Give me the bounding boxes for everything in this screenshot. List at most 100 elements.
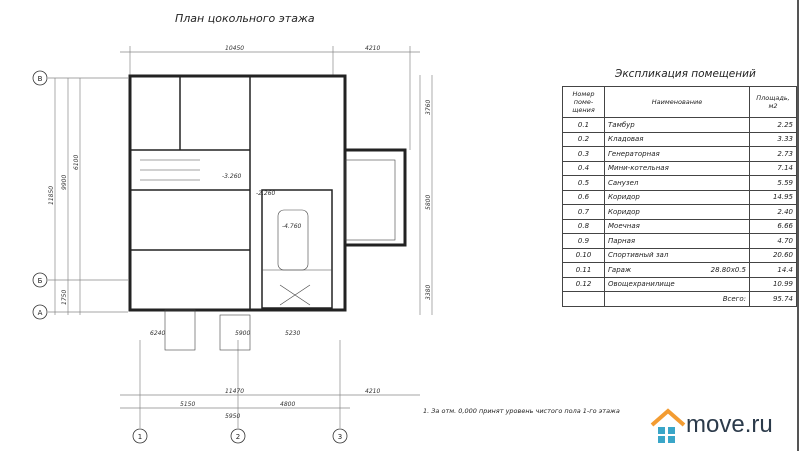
axis-labels: 1 2 3 А Б В xyxy=(38,75,343,441)
room-number: 0.5 xyxy=(562,175,605,191)
dim-bottom-4: 4800 xyxy=(280,401,295,408)
dim-bottom-8: 5230 xyxy=(285,330,300,337)
dim-left-2: 9900 xyxy=(61,175,68,190)
interior-details xyxy=(140,159,396,351)
room-number: 0.9 xyxy=(562,233,605,249)
room-name-text: Спортивный зал xyxy=(608,251,669,260)
sheet-border xyxy=(797,0,799,451)
dim-bottom-1: 11470 xyxy=(225,388,244,395)
table-row: 0.11 Гараж 28.80x0.5 14.4 xyxy=(562,262,797,278)
table-row: 0.12 Овощехранилище 10.99 xyxy=(562,276,797,292)
total-label: Всего: xyxy=(604,291,750,307)
room-number: 0.11 xyxy=(562,262,605,278)
dim-left-3: 6100 xyxy=(73,155,80,170)
dim-right-1: 3760 xyxy=(425,100,432,115)
level-mark-3: -4.760 xyxy=(282,223,302,230)
room-number: 0.2 xyxy=(562,131,605,147)
room-name: Гараж 28.80x0.5 xyxy=(604,262,750,278)
dim-bottom-5: 5950 xyxy=(225,413,240,420)
room-name-text: Парная xyxy=(608,236,636,245)
axis-2: 2 xyxy=(236,433,240,441)
table-row: 0.7 Коридор 2.40 xyxy=(562,204,797,220)
room-name: Спортивный зал xyxy=(604,247,750,263)
room-name-text: Гараж xyxy=(608,265,632,274)
room-name: Парная xyxy=(604,233,750,249)
dim-bottom-6: 6240 xyxy=(150,330,165,337)
room-area: 2.40 xyxy=(749,204,797,220)
room-name-text: Овощехранилище xyxy=(608,280,675,289)
axis-1: 1 xyxy=(138,433,142,441)
plan-title: План цокольного этажа xyxy=(175,12,315,25)
table-row: 0.9 Парная 4.70 xyxy=(562,233,797,249)
room-name: Коридор xyxy=(604,204,750,220)
footnote: 1. За отм. 0,000 принят уровень чистого … xyxy=(423,407,620,415)
header-name: Наименование xyxy=(604,86,750,118)
table-row: 0.2 Кладовая 3.33 xyxy=(562,131,797,147)
room-number: 0.3 xyxy=(562,146,605,162)
house-icon xyxy=(650,408,686,443)
axis-v: В xyxy=(38,75,43,83)
level-mark-1: -3.260 xyxy=(222,173,242,180)
room-name: Овощехранилище xyxy=(604,276,750,292)
room-number: 0.6 xyxy=(562,189,605,205)
room-formula: 28.80x0.5 xyxy=(710,265,746,274)
dim-right-3: 3380 xyxy=(425,285,432,300)
dimension-labels: 10450 4210 11470 4210 5150 4800 5950 624… xyxy=(48,45,432,420)
room-area: 14.4 xyxy=(749,262,797,278)
dim-top-1: 10450 xyxy=(225,45,244,52)
dim-bottom-2: 4210 xyxy=(365,388,380,395)
room-name-text: Мини-котельная xyxy=(608,164,669,173)
room-area: 3.33 xyxy=(749,131,797,147)
room-name: Генераторная xyxy=(604,146,750,162)
table-row: 0.10 Спортивный зал 20.60 xyxy=(562,247,797,263)
room-name-text: Санузел xyxy=(608,178,639,187)
room-name: Кладовая xyxy=(604,131,750,147)
dim-bottom-7: 5900 xyxy=(235,330,250,337)
room-area: 2.73 xyxy=(749,146,797,162)
room-number: 0.12 xyxy=(562,276,605,292)
room-area: 4.70 xyxy=(749,233,797,249)
explication-title: Экспликация помещений xyxy=(615,68,756,80)
table-row: 0.1 Тамбур 2.25 xyxy=(562,117,797,133)
total-area: 95.74 xyxy=(749,291,797,307)
axis-a: А xyxy=(38,309,43,317)
table-row: 0.6 Коридор 14.95 xyxy=(562,189,797,205)
room-area: 20.60 xyxy=(749,247,797,263)
room-name: Тамбур xyxy=(604,117,750,133)
dimension-lines xyxy=(48,46,433,428)
grid-axes xyxy=(32,70,348,444)
logo-text: move.ru xyxy=(686,411,773,438)
level-mark-2: -2.260 xyxy=(256,190,276,197)
room-number: 0.4 xyxy=(562,160,605,176)
room-name-text: Генераторная xyxy=(608,149,660,158)
room-area: 7.14 xyxy=(749,160,797,176)
room-name-text: Кладовая xyxy=(608,135,644,144)
room-number: 0.10 xyxy=(562,247,605,263)
room-number: 0.1 xyxy=(562,117,605,133)
room-area: 14.95 xyxy=(749,189,797,205)
dim-right-2: 5800 xyxy=(425,195,432,210)
room-area: 6.66 xyxy=(749,218,797,234)
room-name: Моечная xyxy=(604,218,750,234)
room-area: 2.25 xyxy=(749,117,797,133)
room-name-text: Коридор xyxy=(608,207,640,216)
axis-b: Б xyxy=(38,277,43,285)
explication-table: Номер поме-щения Наименование Площадь, м… xyxy=(562,86,797,307)
table-row: 0.5 Санузел 5.59 xyxy=(562,175,797,191)
table-row: 0.3 Генераторная 2.73 xyxy=(562,146,797,162)
room-name-text: Тамбур xyxy=(608,120,635,129)
room-name: Санузел xyxy=(604,175,750,191)
axis-3: 3 xyxy=(338,433,342,441)
room-area: 10.99 xyxy=(749,276,797,292)
room-name: Мини-котельная xyxy=(604,160,750,176)
room-name-text: Моечная xyxy=(608,222,640,231)
header-number: Номер поме-щения xyxy=(562,86,605,118)
room-number: 0.7 xyxy=(562,204,605,220)
room-name: Коридор xyxy=(604,189,750,205)
walls xyxy=(128,74,407,312)
table-row: 0.8 Моечная 6.66 xyxy=(562,218,797,234)
move-ru-logo[interactable]: move.ru xyxy=(648,405,798,447)
header-area: Площадь, м2 xyxy=(749,86,797,118)
